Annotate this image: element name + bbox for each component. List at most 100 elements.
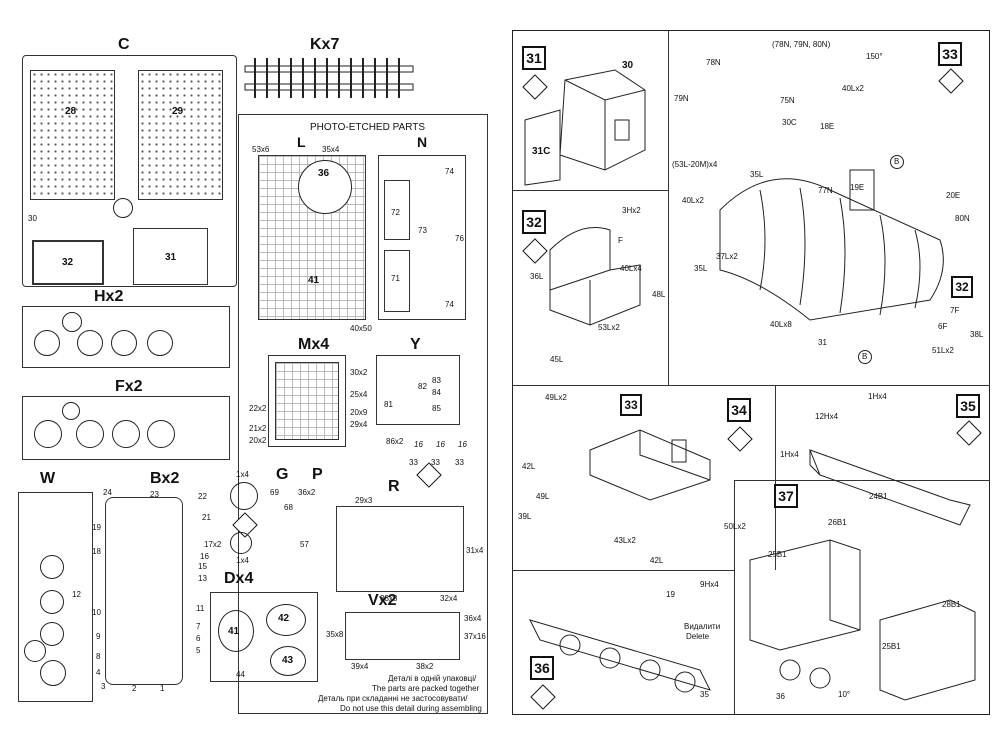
step-36-frame-drawing — [529, 619, 711, 693]
callout-43lx2: 43Lx2 — [614, 536, 636, 545]
sprue-vx2-label: Vx2 — [368, 592, 397, 609]
callout-1hx4: 1Hx4 — [868, 392, 887, 401]
part-1x4b: 1x4 — [236, 556, 249, 565]
callout-36l: 36L — [530, 272, 544, 281]
part-16b: 16 — [436, 440, 445, 449]
w-wheel-2 — [40, 590, 64, 614]
part-30: 30 — [28, 214, 37, 223]
divider-step37 — [734, 480, 990, 715]
step-35: 35 — [956, 394, 980, 418]
hx2-wheel-2 — [77, 330, 103, 356]
callout-79n: 79N — [674, 94, 689, 103]
part-69: 69 — [270, 488, 279, 497]
part-86x2: 86x2 — [386, 437, 404, 446]
part-32x4: 32x4 — [440, 594, 458, 603]
part-17x2: 17x2 — [204, 540, 222, 549]
part-81: 81 — [384, 400, 393, 409]
fret-l-label: L — [297, 134, 306, 150]
fx2-wheel-4 — [147, 420, 175, 448]
fret-n-part-71 — [384, 250, 410, 312]
part-6: 6 — [196, 634, 201, 643]
dx4-disc — [230, 532, 252, 554]
note-delete-en: Delete — [686, 632, 710, 641]
part-71: 71 — [391, 274, 400, 283]
callout-77n: 77N — [818, 186, 833, 195]
part-53x6: 53x6 — [252, 145, 270, 154]
part-73: 73 — [418, 226, 427, 235]
part-33x8: 33x8 — [380, 594, 398, 603]
callout-48l: 48L — [652, 290, 666, 299]
dx4-part-41-label: 41 — [228, 626, 240, 637]
sprue-c-part-29 — [138, 70, 223, 200]
sprue-y-label: Y — [410, 336, 421, 353]
sprue-bx2 — [105, 497, 183, 685]
part-2: 2 — [132, 684, 137, 693]
step-34-drawing — [589, 429, 711, 501]
w-wheel-4 — [40, 660, 66, 686]
hx2-wheel-4 — [147, 330, 173, 356]
note-delete-ua: Видалити — [684, 622, 721, 631]
sprue-c-frame — [22, 55, 237, 287]
part-29: 29 — [172, 106, 184, 117]
sprue-c-label: C — [118, 36, 130, 53]
part-1x4a: 1x4 — [236, 470, 249, 479]
callout-39l: 39L — [518, 512, 532, 521]
callout-150deg: 150° — [866, 52, 883, 61]
part-33c: 33 — [455, 458, 464, 467]
sprue-hx2 — [22, 306, 230, 368]
part-68: 68 — [284, 503, 293, 512]
step-32: 32 — [522, 210, 546, 234]
part-38x2: 38x2 — [416, 662, 434, 671]
callout-40lx2: 40Lx2 — [842, 84, 864, 93]
part-44: 44 — [236, 670, 245, 679]
part-72: 72 — [391, 208, 400, 217]
callout-19e: 19E — [850, 183, 865, 192]
sprue-r-label: R — [388, 478, 400, 495]
callout-32-box: 32 — [951, 276, 973, 298]
part-21x2: 21x2 — [249, 424, 267, 433]
pe-title: PHOTO-ETCHED PARTS — [310, 122, 426, 133]
part-9: 9 — [96, 632, 101, 641]
sprue-mx4-label: Mx4 — [298, 336, 330, 353]
sprue-bx2-label: Bx2 — [150, 470, 180, 487]
part-74b: 74 — [445, 300, 454, 309]
sprue-w-label: W — [40, 470, 56, 487]
callout-38l: 38L — [970, 330, 984, 339]
w-wheel-3 — [40, 622, 64, 646]
step-34: 34 — [727, 398, 751, 422]
step-37: 37 — [774, 484, 798, 508]
part-15: 15 — [198, 562, 207, 571]
sprue-c-part-31 — [133, 228, 208, 285]
callout-49lx2: 49Lx2 — [545, 393, 567, 402]
sprue-g-label: G — [276, 466, 289, 483]
part-74a: 74 — [445, 167, 454, 176]
part-33b: 33 — [431, 458, 440, 467]
fret-n-label: N — [417, 134, 428, 150]
part-21: 21 — [202, 513, 211, 522]
part-29x4: 29x4 — [350, 420, 368, 429]
part-40x50: 40x50 — [350, 324, 372, 333]
part-7: 7 — [196, 622, 201, 631]
part-76: 76 — [455, 234, 464, 243]
callout-26b1: 26B1 — [828, 518, 847, 527]
part-35x4: 35x4 — [322, 145, 340, 154]
callout-40lx2b: 40Lx2 — [682, 196, 704, 205]
callout-30c: 30C — [782, 118, 797, 127]
callout-18e: 18E — [820, 122, 835, 131]
sprue-p-label: P — [312, 466, 323, 483]
part-20x9: 20x9 — [350, 408, 368, 417]
callout-31c: 31C — [532, 146, 551, 157]
part-30x2: 30x2 — [350, 368, 368, 377]
pe-frame — [238, 114, 488, 714]
sprue-fx2-label: Fx2 — [115, 378, 143, 395]
callout-78n-list: (78N, 79N, 80N) — [772, 40, 831, 49]
callout-35l: 35L — [750, 170, 764, 179]
dx4-part-43 — [270, 646, 306, 676]
part-24: 24 — [103, 488, 112, 497]
sprue-dx4 — [210, 592, 318, 682]
part-82: 82 — [418, 382, 427, 391]
callout-25b1b: 25B1 — [882, 642, 901, 651]
part-13: 13 — [198, 574, 207, 583]
step-33-boiler-drawing — [719, 169, 944, 321]
part-29x3: 29x3 — [355, 496, 373, 505]
